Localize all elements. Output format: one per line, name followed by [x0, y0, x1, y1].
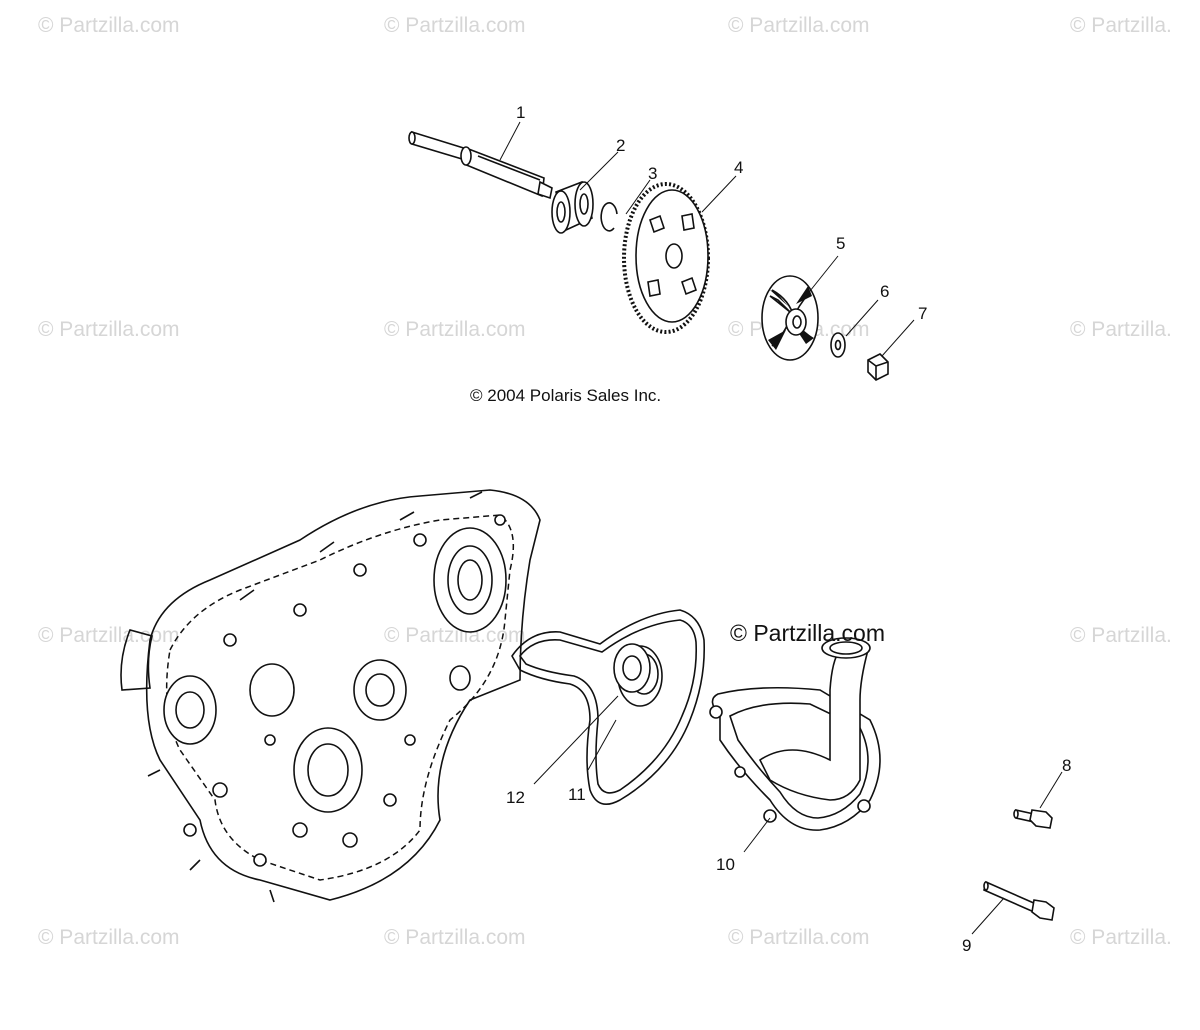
watermark: © Partzilla.: [1070, 624, 1172, 647]
short-bolt-part: [1013, 809, 1053, 829]
callout-6: 6: [880, 282, 890, 301]
watermark: © Partzilla.com: [384, 14, 526, 37]
watermark: © Partzilla.com: [38, 624, 180, 647]
callout-7: 7: [918, 304, 928, 323]
seal-part: [613, 643, 663, 707]
callout-4: 4: [734, 158, 744, 177]
leader-line-3: [625, 179, 651, 215]
callout-2: 2: [616, 136, 626, 155]
leader-line-4: [701, 175, 737, 213]
gasket-part: [511, 609, 706, 806]
long-bolt-part: [983, 880, 1055, 921]
callout-8: 8: [1062, 756, 1072, 775]
leader-line-8: [1039, 771, 1063, 809]
leader-line-5: [805, 255, 839, 297]
shaft-part: [408, 130, 553, 200]
gear-part: [622, 182, 710, 334]
watermark: © Partzilla.: [1070, 14, 1172, 37]
callout-10: 10: [716, 855, 735, 874]
leader-line-12: [533, 695, 619, 785]
leader-line-6: [845, 299, 879, 337]
callout-5: 5: [836, 234, 846, 253]
leader-line-10: [743, 817, 771, 853]
copyright-notice: © 2004 Polaris Sales Inc.: [470, 386, 662, 405]
leader-line-1: [499, 121, 521, 161]
watermark-overlay: © Partzilla.com: [730, 620, 885, 646]
impeller-part: [761, 275, 819, 361]
watermark: © Partzilla.com: [384, 318, 526, 341]
callout-11: 11: [568, 785, 586, 804]
leader-line-2: [579, 151, 619, 191]
bearing-part: [551, 180, 594, 234]
callout-1: 1: [516, 103, 526, 122]
watermark: © Partzilla.: [1070, 926, 1172, 949]
watermark: © Partzilla.com: [38, 318, 180, 341]
watermark: © Partzilla.com: [38, 14, 180, 37]
callout-3: 3: [648, 164, 658, 183]
watermark: © Partzilla.: [1070, 318, 1172, 341]
snap-ring-part: [600, 202, 618, 232]
callout-9: 9: [962, 936, 972, 955]
callout-12: 12: [506, 788, 525, 807]
washer-part: [830, 332, 846, 358]
leader-line-9: [971, 897, 1005, 935]
crankcase-part: [120, 489, 541, 903]
leader-line-11: [587, 719, 617, 771]
watermark: © Partzilla.com: [728, 926, 870, 949]
nut-part: [867, 353, 889, 381]
watermark: © Partzilla.com: [384, 624, 526, 647]
leader-line-7: [881, 319, 915, 357]
watermark: © Partzilla.com: [38, 926, 180, 949]
watermark: © Partzilla.com: [728, 14, 870, 37]
watermark: © Partzilla.com: [384, 926, 526, 949]
water-pump-cover-part: [709, 637, 881, 831]
